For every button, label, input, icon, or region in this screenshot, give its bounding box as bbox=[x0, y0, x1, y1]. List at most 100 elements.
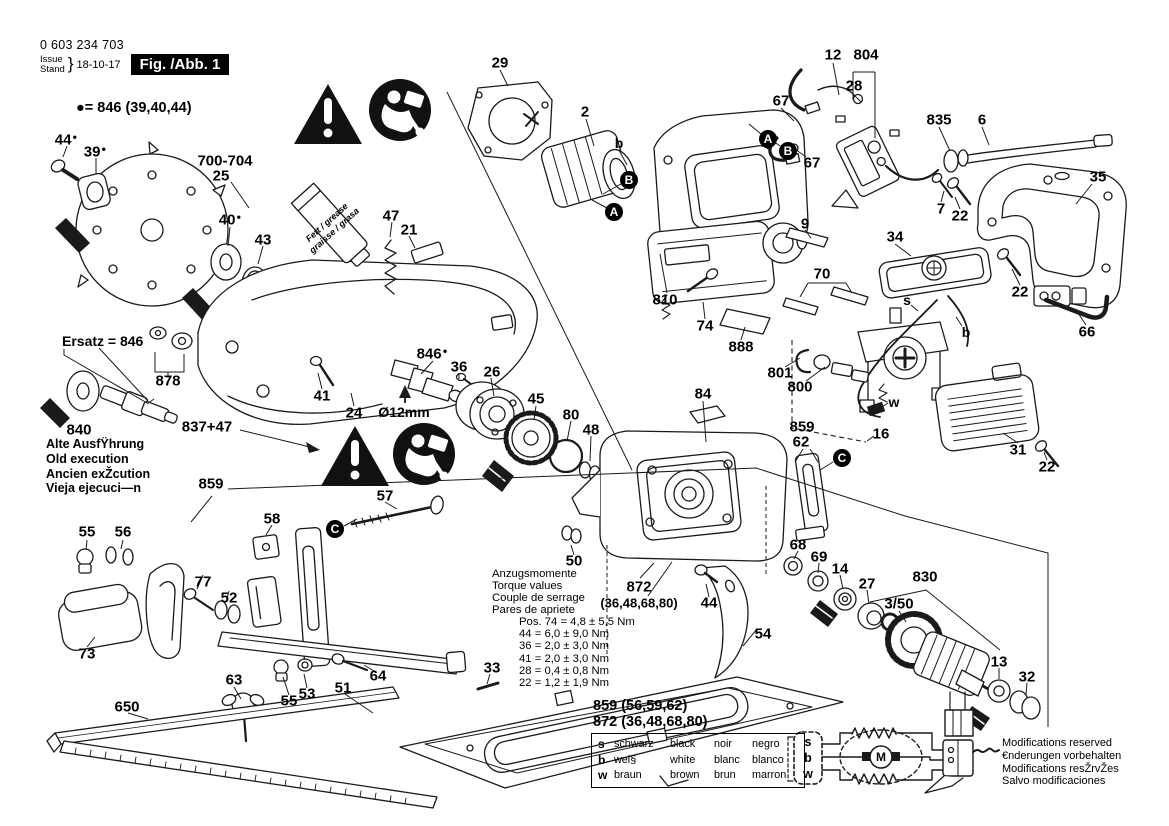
part-label-77: 77 bbox=[194, 573, 212, 591]
figure-label: Fig. /Abb. 1 bbox=[130, 54, 230, 75]
motor-unit-drawing bbox=[647, 220, 775, 305]
part-label-25: 25 bbox=[212, 167, 230, 185]
armature-drawing bbox=[783, 556, 1041, 731]
part-label-24: 24 bbox=[345, 404, 363, 422]
part-label-34: 34 bbox=[886, 228, 904, 246]
part-label-56: 56 bbox=[114, 523, 132, 541]
part-label-27: 27 bbox=[858, 575, 876, 593]
torque-row: 22 = 1,2 ± 1,9 Nm bbox=[519, 676, 610, 689]
ersatz-note: Ersatz = 846 bbox=[62, 333, 144, 349]
modifications-note: Modifications reserved€nderungen vorbeha… bbox=[1002, 737, 1121, 788]
color-es: blanco bbox=[752, 753, 784, 766]
part-label-67: 67 bbox=[772, 92, 790, 110]
group-note-line: 859 (56,59,62) bbox=[593, 698, 688, 714]
part-label-700-704: 700-704 bbox=[197, 152, 253, 170]
part-label-22: 22 bbox=[1038, 458, 1056, 476]
part-label-84: 84 bbox=[694, 385, 712, 403]
modification-line: €nderungen vorbehalten bbox=[1002, 749, 1122, 762]
wiring-schematic-drawing bbox=[787, 691, 1000, 794]
color-en: brown bbox=[670, 769, 700, 782]
part-label-64: 64 bbox=[369, 667, 387, 685]
part-label-840: 840 bbox=[66, 421, 92, 439]
field-coil-drawing bbox=[540, 130, 630, 208]
part-label-A: A bbox=[605, 203, 623, 221]
old-spindle-drawing bbox=[40, 370, 178, 428]
part-label-(36,48,68,80): (36,48,68,80) bbox=[600, 595, 678, 611]
part-label-51: 51 bbox=[334, 679, 352, 697]
part-label-C: C bbox=[833, 449, 851, 467]
base-plate-drawing bbox=[399, 676, 844, 789]
old-execution-line: Alte AusfŸhrung bbox=[46, 437, 145, 451]
part-label-835: 835 bbox=[926, 111, 952, 129]
part-label-58: 58 bbox=[263, 510, 281, 528]
part-label-s: s bbox=[903, 292, 911, 308]
color-es: negro bbox=[752, 738, 780, 750]
color-fr: blanc bbox=[714, 753, 740, 766]
old-execution-line: Vieja ejecuci—n bbox=[46, 481, 141, 496]
part-label-13: 13 bbox=[990, 653, 1008, 671]
part-label-39: 39● bbox=[83, 143, 107, 161]
part-label-52: 52 bbox=[220, 589, 238, 607]
wire-color-table: s schwarz black noir negro b wei§ white … bbox=[591, 733, 805, 788]
part-label-36: 36 bbox=[450, 358, 468, 376]
leader-lines bbox=[62, 62, 1093, 727]
part-label-800: 800 bbox=[787, 378, 813, 396]
old-execution-line: Old execution bbox=[46, 451, 129, 466]
part-label-57: 57 bbox=[376, 487, 394, 505]
part-label-801: 801 bbox=[767, 364, 793, 382]
part-label-33: 33 bbox=[483, 659, 501, 677]
part-label-29: 29 bbox=[491, 54, 509, 72]
part-label-62: 62 bbox=[792, 433, 810, 451]
part-label-w: w bbox=[888, 394, 900, 410]
part-label-804: 804 bbox=[853, 46, 879, 64]
part-label-859: 859 bbox=[789, 418, 815, 436]
part-label-A: A bbox=[759, 130, 777, 148]
part-label-32: 32 bbox=[1018, 668, 1036, 686]
part-label-810: 810 bbox=[652, 291, 678, 309]
part-label-31: 31 bbox=[1009, 441, 1027, 459]
part-label-80: 80 bbox=[562, 406, 580, 424]
modification-line: Modifications resŽrvŽes bbox=[1002, 762, 1119, 775]
part-label-B: B bbox=[779, 142, 797, 160]
torque-row: 41 = 2,0 ± 3,0 Nm bbox=[519, 652, 610, 665]
part-label-50: 50 bbox=[565, 552, 583, 570]
color-de: wei§ bbox=[614, 753, 637, 766]
modification-line: Salvo modificaciones bbox=[1002, 775, 1106, 788]
color-de: schwarz bbox=[614, 738, 654, 750]
read-manual-icon bbox=[367, 77, 433, 143]
part-label-70: 70 bbox=[813, 265, 831, 283]
part-label-2: 2 bbox=[580, 103, 590, 121]
color-code: w bbox=[598, 768, 608, 783]
rear-handle-drawing bbox=[976, 163, 1127, 309]
brace-glyph: } bbox=[67, 53, 74, 73]
motor-cover-drawing bbox=[934, 362, 1040, 452]
grease-tube-drawing bbox=[290, 182, 370, 267]
part-label-67: 67 bbox=[803, 154, 821, 172]
part-label-66: 66 bbox=[1078, 323, 1096, 341]
part-label-22: 22 bbox=[951, 207, 969, 225]
part-label-28: 28 bbox=[845, 77, 863, 95]
switch-assembly-drawing bbox=[768, 68, 900, 209]
warning-triangle-icon bbox=[320, 425, 390, 487]
issue-date: 18-10-17 bbox=[76, 58, 121, 71]
part-label-54: 54 bbox=[754, 625, 772, 643]
part-label-B: B bbox=[620, 171, 638, 189]
part-label-44: 44● bbox=[54, 131, 78, 149]
torque-title-line: Anzugsmomente bbox=[492, 568, 577, 580]
riving-knife-drawing bbox=[700, 565, 749, 679]
color-code: b bbox=[598, 752, 606, 767]
part-label-55: 55 bbox=[280, 692, 298, 710]
wire-label: w bbox=[803, 767, 813, 782]
part-label-C: C bbox=[326, 520, 344, 538]
read-manual-icon bbox=[391, 421, 457, 487]
old-execution-line: Ancien exŽcution bbox=[46, 466, 151, 481]
modification-line: Modifications reserved bbox=[1002, 737, 1113, 749]
torque-row: Pos. 74 = 4,8 ± 5,5 Nm bbox=[519, 616, 635, 629]
title-block: 0 603 234 703 Issue Stand } 18-10-17 Fig… bbox=[40, 38, 230, 75]
torque-title-line: Pares de apriete bbox=[492, 604, 575, 617]
wire-label: s bbox=[804, 734, 812, 749]
part-label-68: 68 bbox=[789, 536, 807, 554]
